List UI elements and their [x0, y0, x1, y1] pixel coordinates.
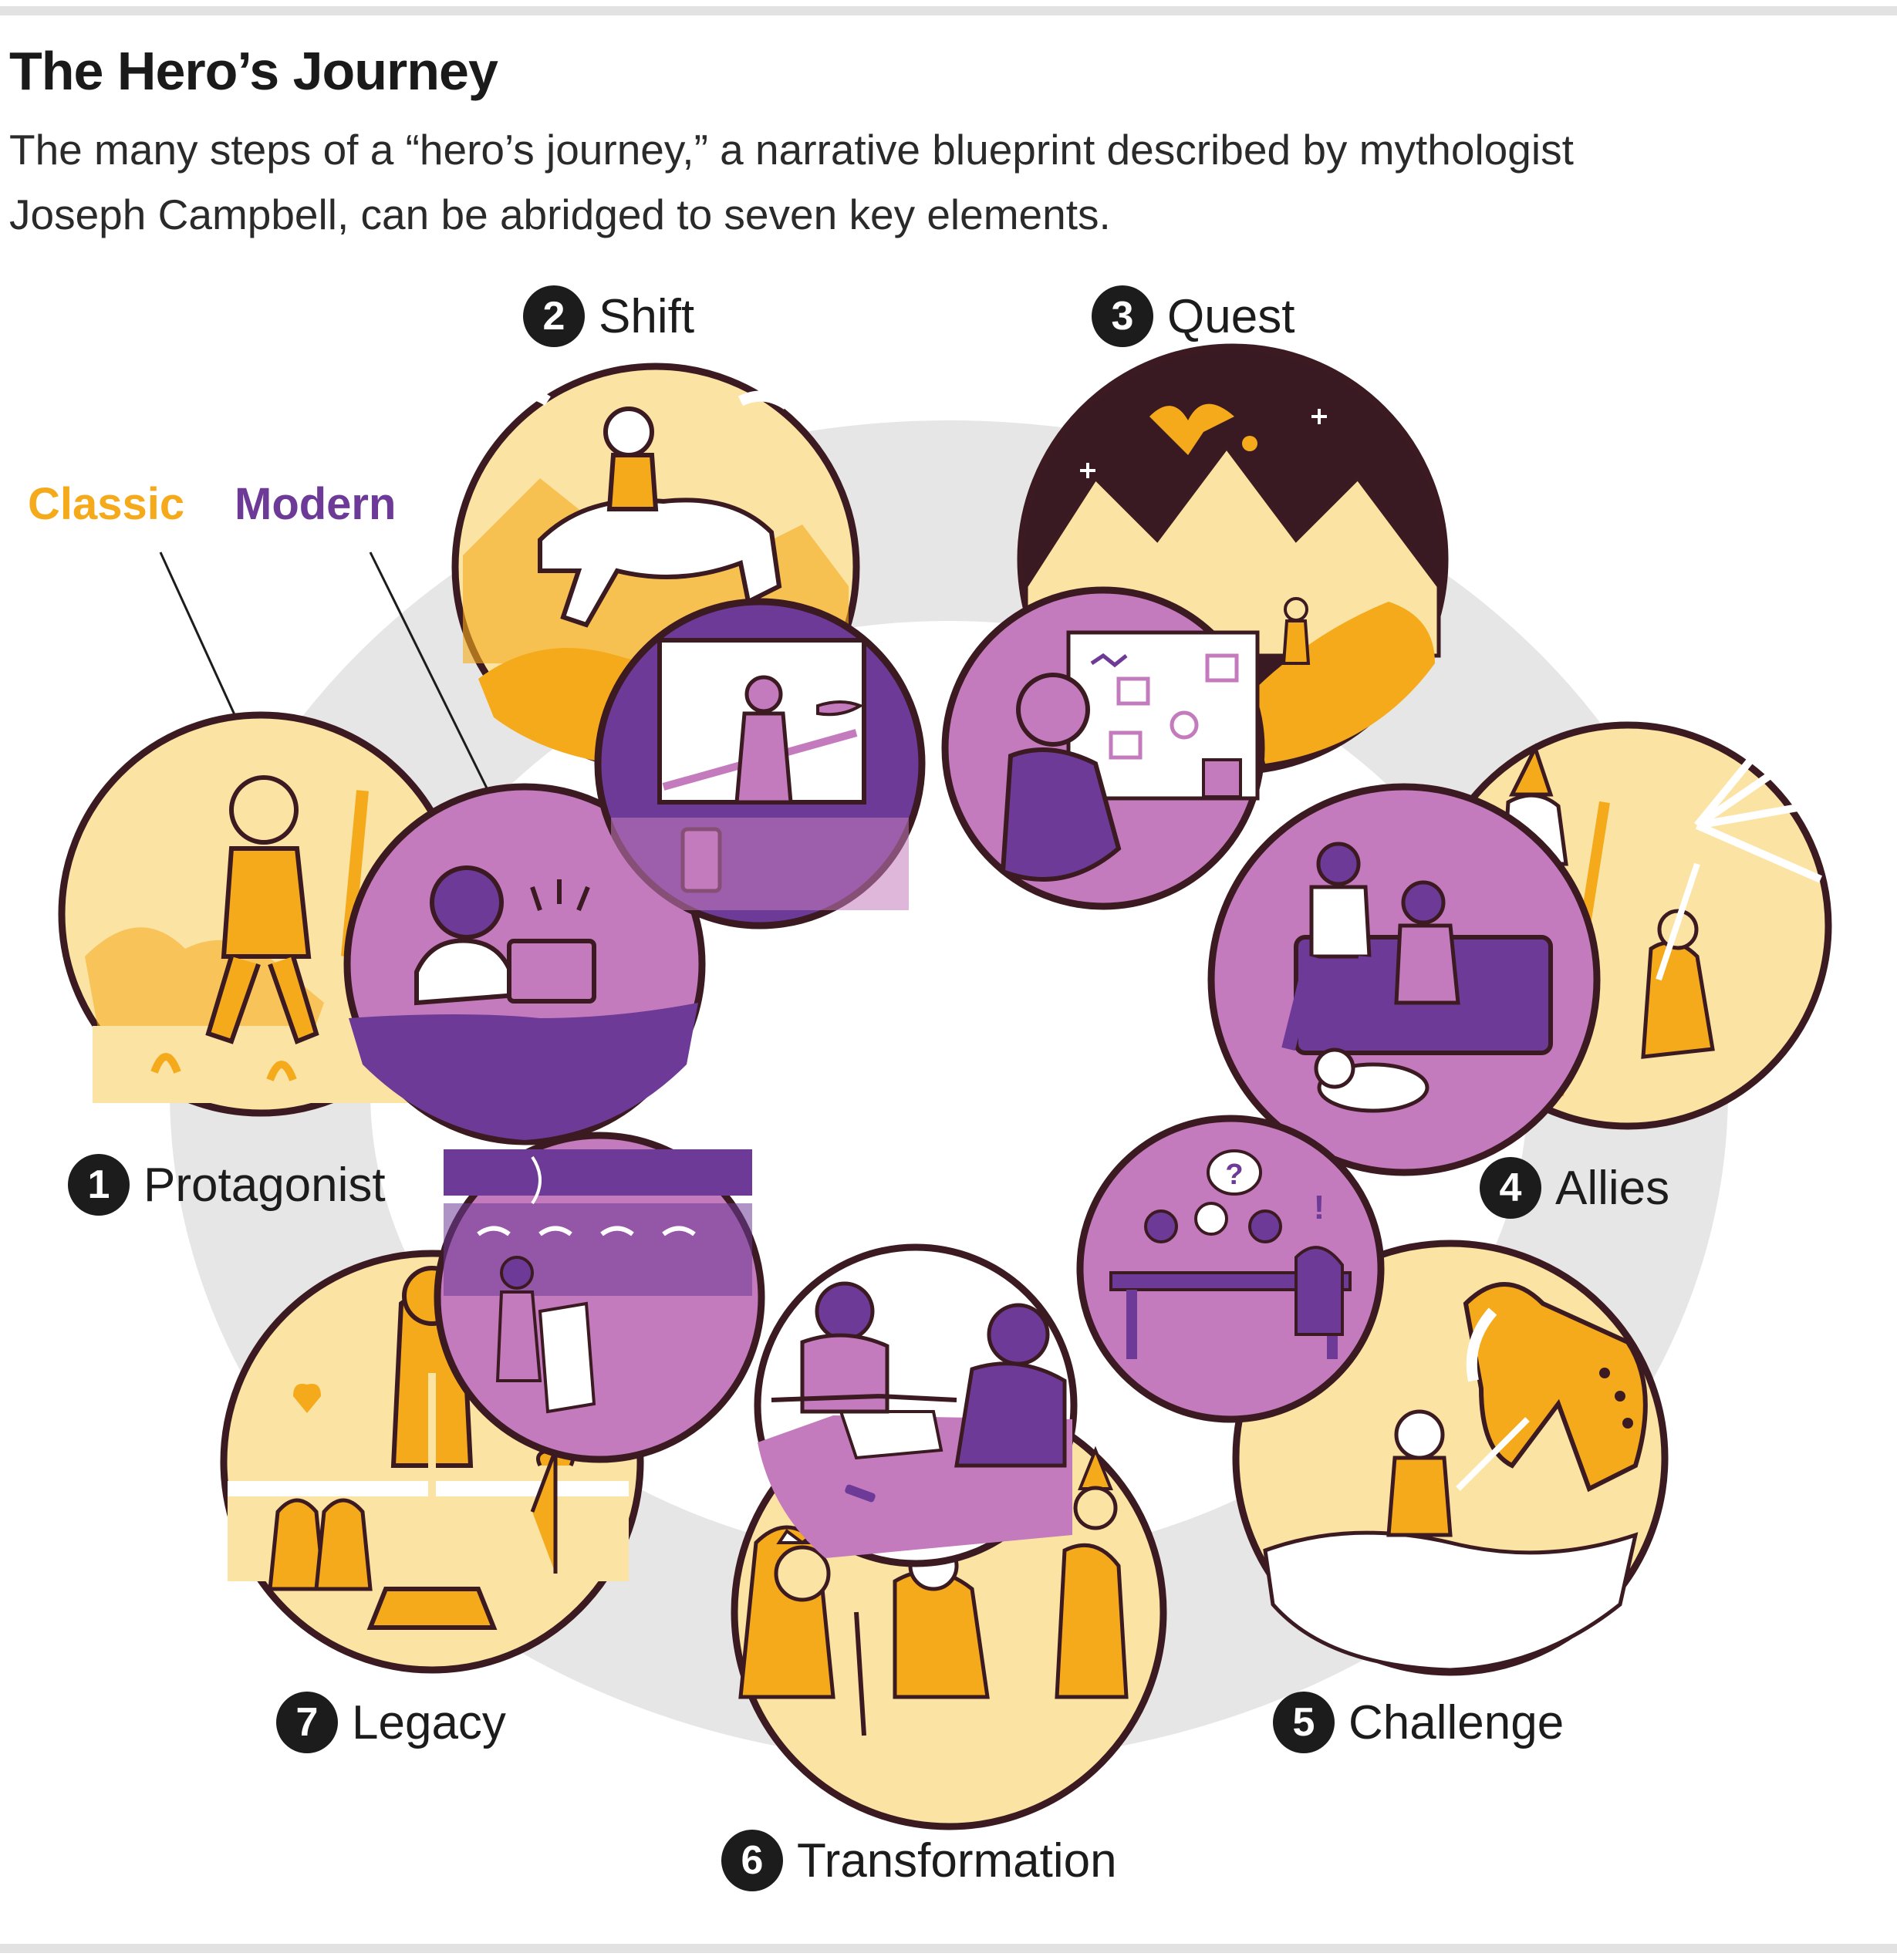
transformation-modern-illustration — [754, 1243, 1078, 1567]
step-label: Allies — [1555, 1161, 1670, 1215]
shift-modern-illustration — [594, 598, 926, 929]
top-rule — [0, 6, 1897, 15]
subtitle-line-1: The many steps of a “hero’s journey,” a … — [9, 126, 1574, 174]
step-6-transformation-caption: 6 Transformation — [721, 1830, 1117, 1891]
step-number-badge: 5 — [1273, 1692, 1335, 1753]
step-number-badge: 2 — [523, 285, 585, 347]
step-2-shift-caption: 2 Shift — [523, 285, 694, 347]
step-label: Quest — [1167, 289, 1295, 343]
step-label: Shift — [599, 289, 695, 343]
step-number-badge: 7 — [276, 1692, 338, 1753]
legacy-modern-illustration — [434, 1132, 765, 1463]
step-label: Legacy — [352, 1695, 506, 1749]
step-number-badge: 4 — [1480, 1157, 1541, 1219]
step-1-protagonist-caption: 1 Protagonist — [68, 1154, 386, 1216]
subtitle-line-2: Joseph Campbell, can be abridged to seve… — [9, 191, 1111, 238]
step-3-quest-caption: 3 Quest — [1092, 285, 1294, 347]
step-label: Transformation — [797, 1833, 1117, 1887]
quest-modern-illustration — [941, 586, 1265, 910]
legend-classic-label: Classic — [28, 479, 185, 529]
step-number-badge: 6 — [721, 1830, 783, 1891]
step-7-legacy-caption: 7 Legacy — [276, 1692, 506, 1753]
step-5-challenge-caption: 5 Challenge — [1273, 1692, 1564, 1753]
step-4-allies-caption: 4 Allies — [1480, 1157, 1669, 1219]
page-title: The Hero’s Journey — [9, 41, 498, 101]
challenge-modern-illustration: ? ! — [1076, 1115, 1385, 1423]
allies-modern-illustration — [1207, 783, 1601, 1176]
legend-modern-leader — [369, 552, 498, 809]
step-label: Protagonist — [143, 1158, 386, 1212]
step-number-badge: 3 — [1092, 285, 1153, 347]
svg-text:?: ? — [1225, 1159, 1243, 1191]
legend-classic-leader — [159, 552, 242, 729]
svg-text:!: ! — [1314, 1189, 1325, 1226]
step-label: Challenge — [1348, 1695, 1565, 1749]
step-number-badge: 1 — [68, 1154, 130, 1216]
bottom-rule — [0, 1944, 1897, 1953]
legend-modern-label: Modern — [235, 479, 397, 529]
